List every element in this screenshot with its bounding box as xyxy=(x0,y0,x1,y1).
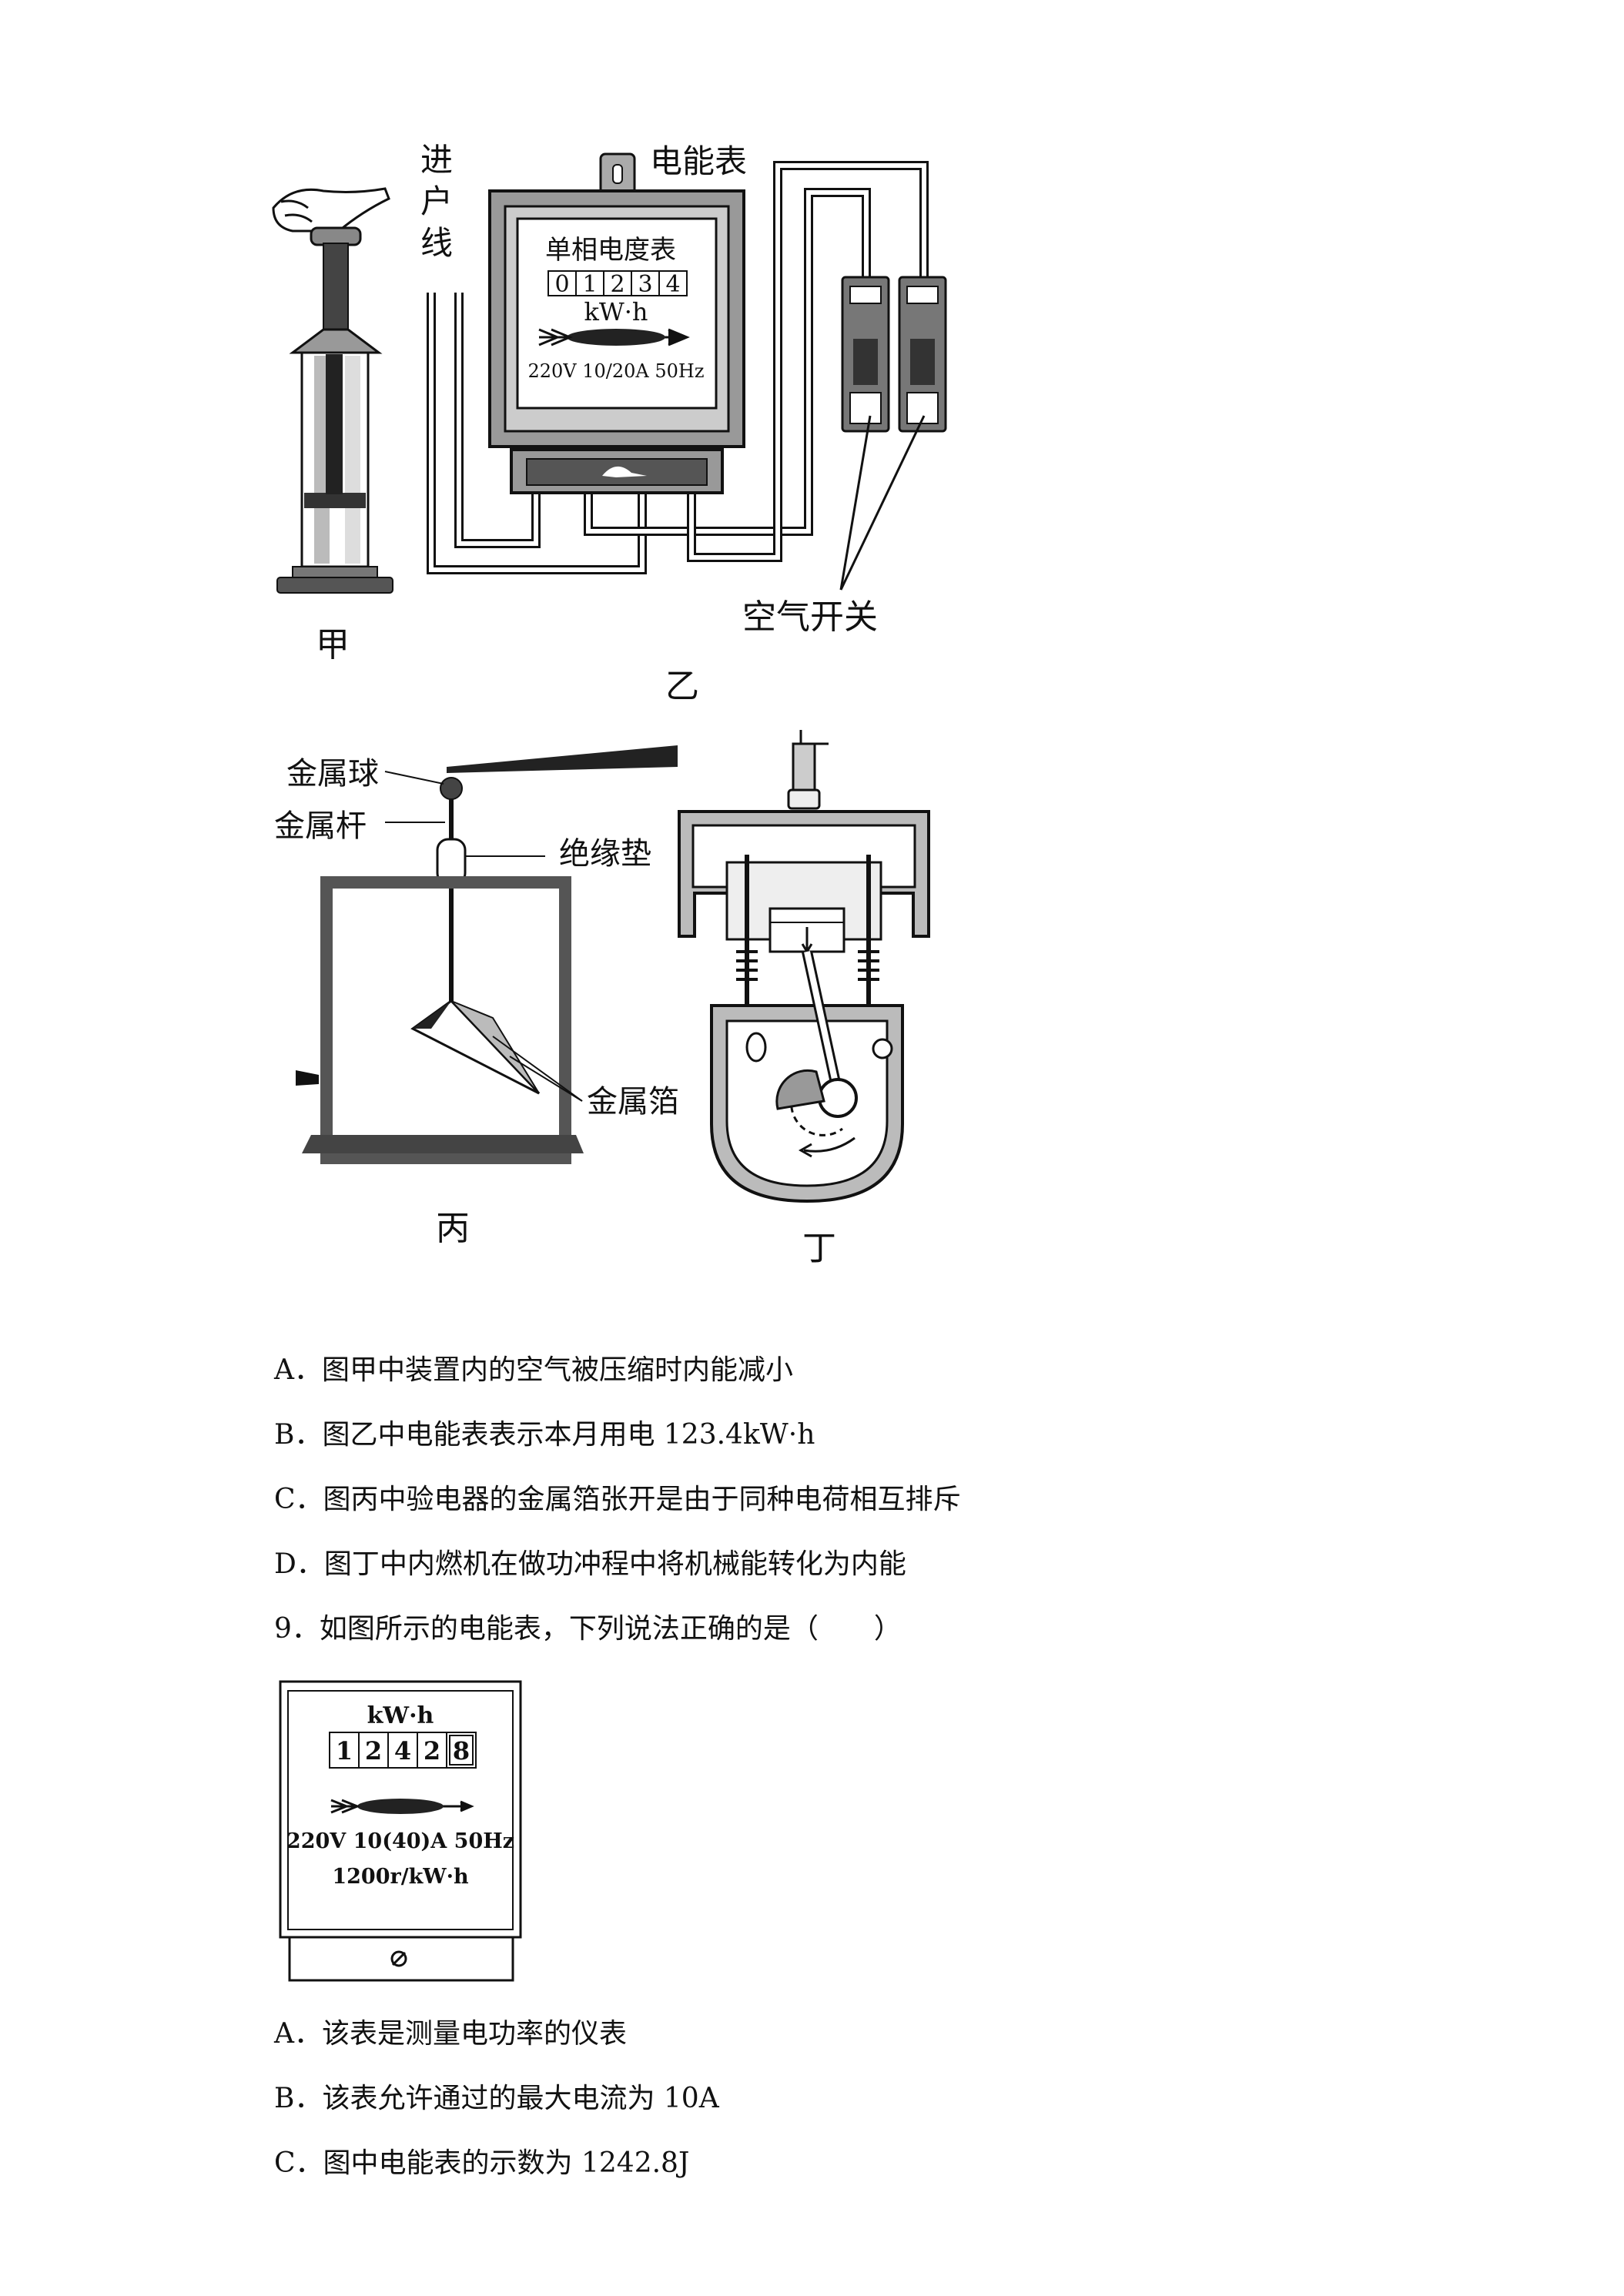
caption-yi: 乙 xyxy=(665,667,699,706)
figure-jia-cylinder xyxy=(272,187,393,594)
meter-digit: 1 xyxy=(582,271,597,298)
meter-title: 单相电度表 xyxy=(545,235,676,266)
q9-meter-digit: 8 xyxy=(453,1736,470,1766)
q9-meter-unit: kW·h xyxy=(367,1702,434,1729)
meter-digit: 2 xyxy=(610,271,624,298)
q9-option-b: B．该表允许通过的最大电流为 10A xyxy=(274,2083,719,2114)
meter-digits: 0 1 2 3 4 xyxy=(554,271,680,298)
switch-label: 空气开关 xyxy=(742,597,878,637)
figure-ding-engine xyxy=(678,730,930,1203)
q8-option-b: B．图乙中电能表表示本月用电 123.4kW·h xyxy=(274,1419,815,1451)
incoming-line-label: 进 户 线 xyxy=(420,141,453,262)
q9-option-a: A．该表是测量电功率的仪表 xyxy=(274,2018,627,2050)
incoming-line-char: 户 xyxy=(420,182,453,220)
q9-meter-digit: 2 xyxy=(424,1736,440,1766)
figure-yi-meter xyxy=(427,152,947,591)
q9-meter-digits: 1 2 4 2 8 xyxy=(336,1736,470,1766)
q9-meter-rev: 1200r/kW·h xyxy=(332,1865,469,1889)
meter-digit: 4 xyxy=(665,271,680,298)
q8-option-a: A．图甲中装置内的空气被压缩时内能减小 xyxy=(274,1354,793,1386)
incoming-line-char: 进 xyxy=(420,141,453,179)
q9-meter-figure xyxy=(279,1680,522,1982)
rod-label: 金属杆 xyxy=(274,808,367,844)
figure-bing-electroscope xyxy=(296,745,678,1164)
ball-label: 金属球 xyxy=(286,756,379,792)
caption-jia: 甲 xyxy=(316,625,350,664)
q8-option-c: C．图丙中验电器的金属箔张开是由于同种电荷相互排斥 xyxy=(274,1484,961,1515)
q9-option-c: C．图中电能表的示数为 1242.8J xyxy=(274,2147,690,2179)
q9-meter-digit: 4 xyxy=(394,1736,411,1766)
q9-meter-spec: 220V 10(40)A 50Hz xyxy=(286,1829,514,1853)
foil-label: 金属箔 xyxy=(587,1084,679,1120)
incoming-line-char: 线 xyxy=(420,224,453,262)
meter-unit: kW·h xyxy=(584,297,648,326)
pad-label: 绝缘垫 xyxy=(559,836,651,872)
meter-digit: 0 xyxy=(554,271,569,298)
meter-label: 电能表 xyxy=(650,142,747,180)
meter-spec: 220V 10/20A 50Hz xyxy=(527,360,704,382)
caption-bing: 丙 xyxy=(436,1209,470,1248)
q9-stem: 9．如图所示的电能表，下列说法正确的是（ ） xyxy=(274,1613,902,1645)
q9-meter-digit: 1 xyxy=(336,1736,353,1766)
q9-meter-digit: 2 xyxy=(365,1736,382,1766)
caption-ding: 丁 xyxy=(802,1229,836,1268)
meter-digit: 3 xyxy=(638,271,652,298)
q8-option-d: D．图丁中内燃机在做功冲程中将机械能转化为内能 xyxy=(274,1548,906,1580)
